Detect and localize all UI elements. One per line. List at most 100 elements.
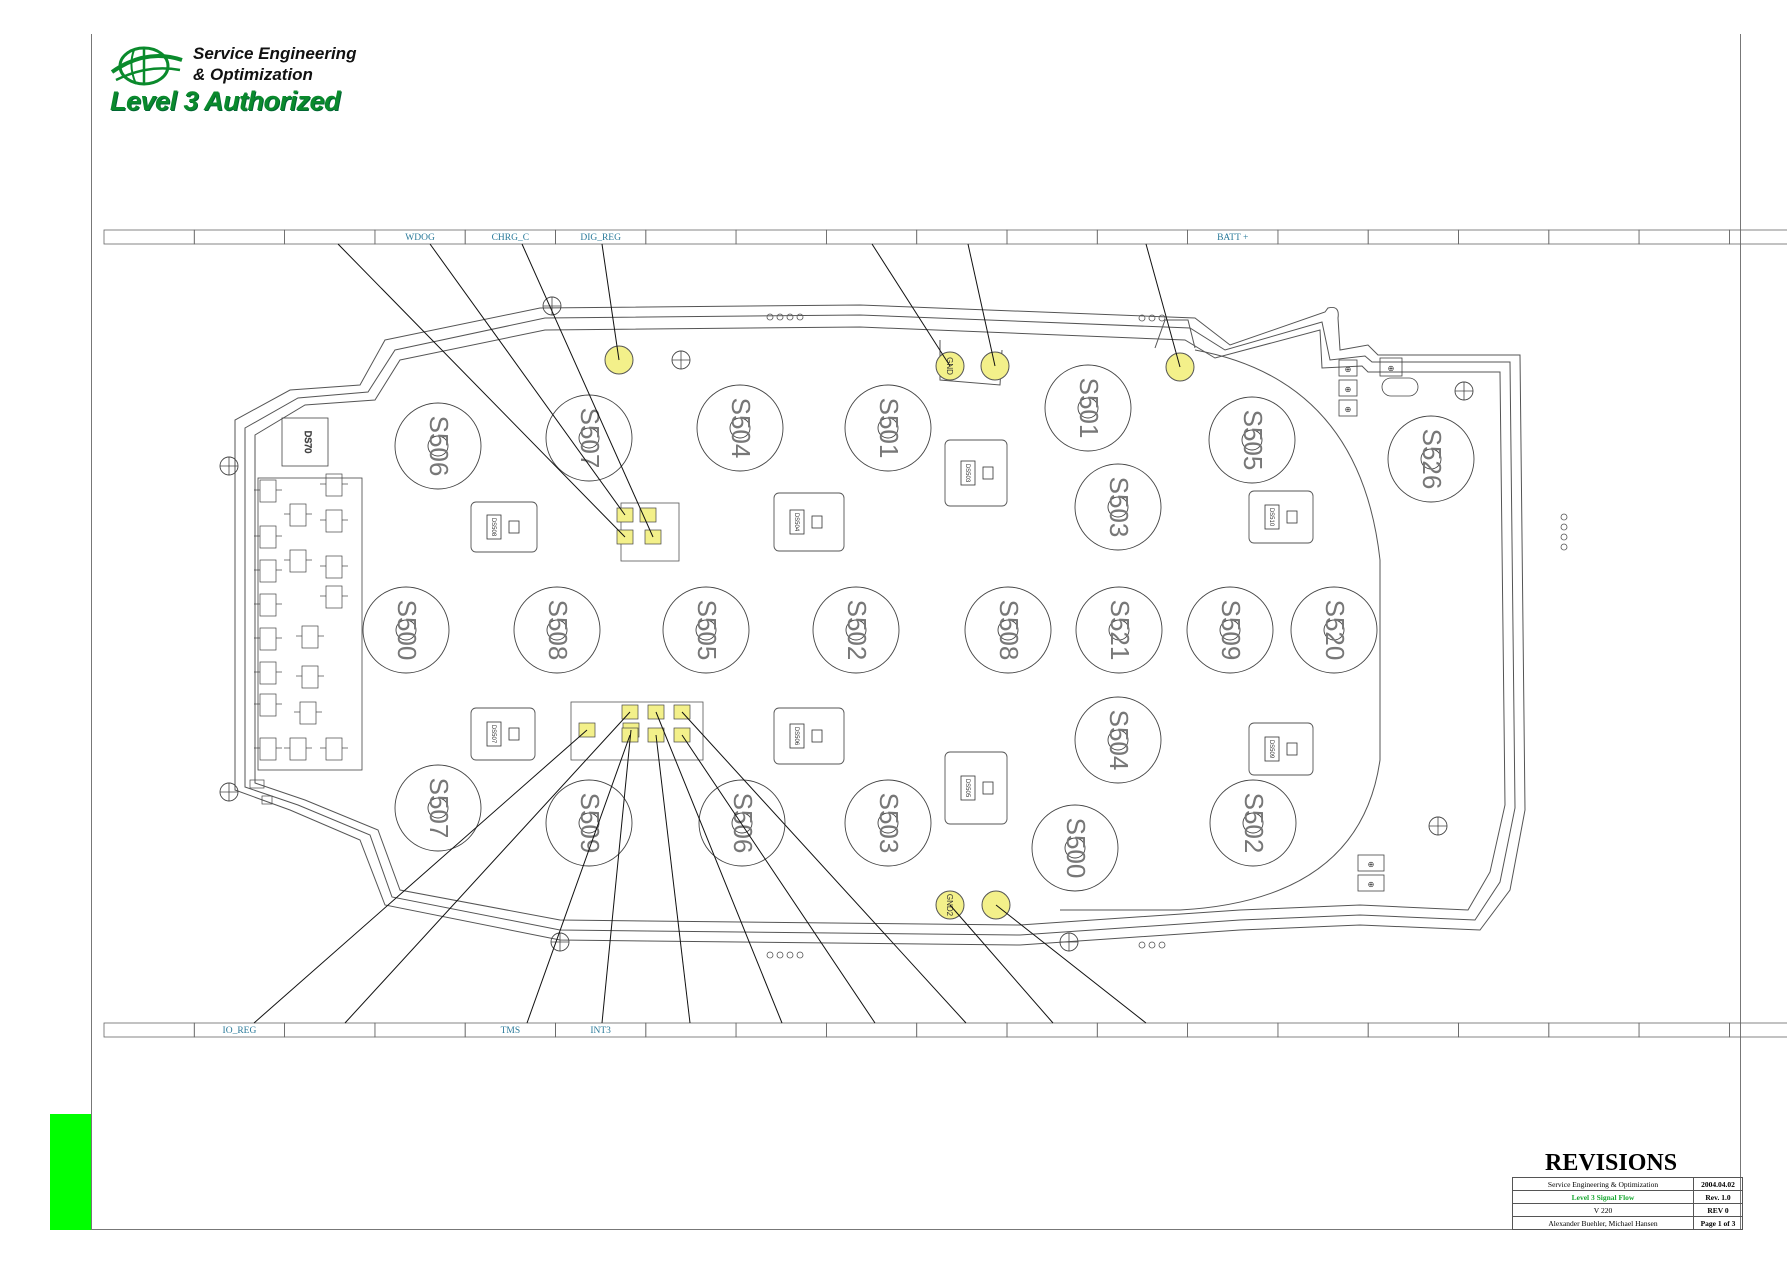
svg-text:S504: S504 [1104, 710, 1134, 771]
top-strip-label-chrg-c: CHRG_C [492, 233, 529, 243]
top-strip-label-wdog: WDOG [405, 233, 435, 243]
svg-text:DS507: DS507 [490, 725, 496, 744]
top-strip-cell [1277, 229, 1369, 245]
small-diode [259, 593, 277, 617]
switch-pad: S507 [545, 394, 633, 482]
left-small-parts: DS70 [249, 430, 348, 805]
small-diode [259, 693, 277, 717]
top-strip-cell [916, 229, 1008, 245]
switch-pad: S508 [964, 586, 1052, 674]
revision-row: Alexander Buehler, Michael Hansen Page 1… [1512, 1216, 1743, 1230]
revision-document-title: Level 3 Signal Flow [1512, 1190, 1694, 1204]
revision-model: V 220 [1512, 1203, 1694, 1217]
svg-text:S507: S507 [424, 778, 454, 839]
component-box: DS506 [773, 707, 845, 765]
svg-text:S509: S509 [575, 793, 605, 854]
bottom-strip-cell [1096, 1022, 1189, 1038]
signal-line [681, 734, 876, 1024]
switch-pad: S505 [1208, 396, 1296, 484]
component-box: DS507 [470, 707, 536, 761]
bottom-strip-label-int3: INT3 [590, 1026, 611, 1036]
bottom-strip-cell [735, 1022, 827, 1038]
company-name-line1: Service Engineering [193, 44, 357, 63]
top-strip-cell [1638, 229, 1730, 245]
svg-text:S526: S526 [1417, 429, 1447, 490]
pcb-outline [234, 304, 1526, 946]
signal-line [601, 243, 620, 361]
svg-text:S506: S506 [728, 793, 758, 854]
switch-pad: S506 [698, 779, 786, 867]
component-box: DS509 [1248, 722, 1314, 776]
signal-line [655, 711, 783, 1024]
svg-text:S505: S505 [1238, 410, 1268, 471]
signal-line [429, 243, 626, 516]
svg-text:DS510: DS510 [1268, 508, 1274, 527]
svg-text:S500: S500 [1061, 818, 1091, 879]
revisions-title: REVISIONS [1545, 1150, 1678, 1176]
component-box: DS510 [1248, 490, 1314, 544]
revision-rev: REV 0 [1693, 1203, 1743, 1217]
small-diode [325, 737, 343, 761]
switch-pad: S500 [1031, 804, 1119, 892]
left-component-block [257, 417, 363, 771]
component-box: DS504 [773, 492, 845, 552]
revisions-table: Service Engineering & Optimization 2004.… [1512, 1177, 1743, 1230]
frame-bottom-border [91, 1229, 1741, 1230]
signal-line [526, 734, 631, 1024]
svg-text:S503: S503 [1104, 477, 1134, 538]
revision-row: V 220 REV 0 [1512, 1203, 1743, 1217]
small-diode [289, 549, 307, 573]
svg-text:⊕: ⊕ [1388, 364, 1395, 373]
small-diode [301, 665, 319, 689]
top-strip-cell [1458, 229, 1550, 245]
svg-text:S501: S501 [1074, 378, 1104, 439]
company-name-line2: & Optimization [193, 65, 313, 84]
small-diode [259, 627, 277, 651]
frame-left-border [91, 34, 92, 1230]
small-diode [325, 555, 343, 579]
svg-text:⊕: ⊕ [1368, 860, 1375, 869]
bottom-strip-cell [284, 1022, 376, 1038]
globe-logo-icon [110, 46, 183, 86]
bottom-strip-cell [1277, 1022, 1369, 1038]
mounting-hole [671, 350, 691, 370]
signal-line [681, 711, 967, 1024]
small-diode [259, 661, 277, 685]
revision-number: Rev. 1.0 [1693, 1190, 1743, 1204]
small-diode [289, 503, 307, 527]
svg-text:DS508: DS508 [490, 518, 496, 537]
small-diode [301, 625, 319, 649]
switch-pad: S526 [1387, 415, 1475, 503]
top-strip-cell [284, 229, 376, 245]
svg-text:S509: S509 [1216, 600, 1246, 661]
bottom-strip-cell [1458, 1022, 1550, 1038]
switch-pad: S521 [1075, 586, 1163, 674]
svg-text:S500: S500 [392, 600, 422, 661]
switch-pad: S504 [696, 384, 784, 472]
frame-right-border [1740, 34, 1741, 1230]
revision-authors: Alexander Buehler, Michael Hansen [1512, 1216, 1694, 1230]
revision-row: Service Engineering & Optimization 2004.… [1512, 1177, 1743, 1191]
signal-lines [253, 243, 1181, 1024]
revision-page: Page 1 of 3 [1693, 1216, 1743, 1230]
small-diode [259, 479, 277, 503]
bottom-strip-cell [1187, 1022, 1279, 1038]
component-box: DS505 [944, 751, 1008, 825]
edge-contacts [766, 313, 1568, 959]
top-strip-cell [193, 229, 286, 245]
switch-pad: S508 [513, 586, 601, 674]
svg-text:S503: S503 [874, 793, 904, 854]
component-box: DS508 [470, 501, 538, 553]
switch-pad: S509 [1186, 586, 1274, 674]
svg-text:⊕: ⊕ [1345, 385, 1352, 394]
mounting-hole [219, 456, 239, 476]
top-strip-label-dig-reg: DIG_REG [580, 233, 621, 243]
svg-text:S504: S504 [726, 398, 756, 459]
small-diode [259, 737, 277, 761]
top-strip-cell [826, 229, 918, 245]
